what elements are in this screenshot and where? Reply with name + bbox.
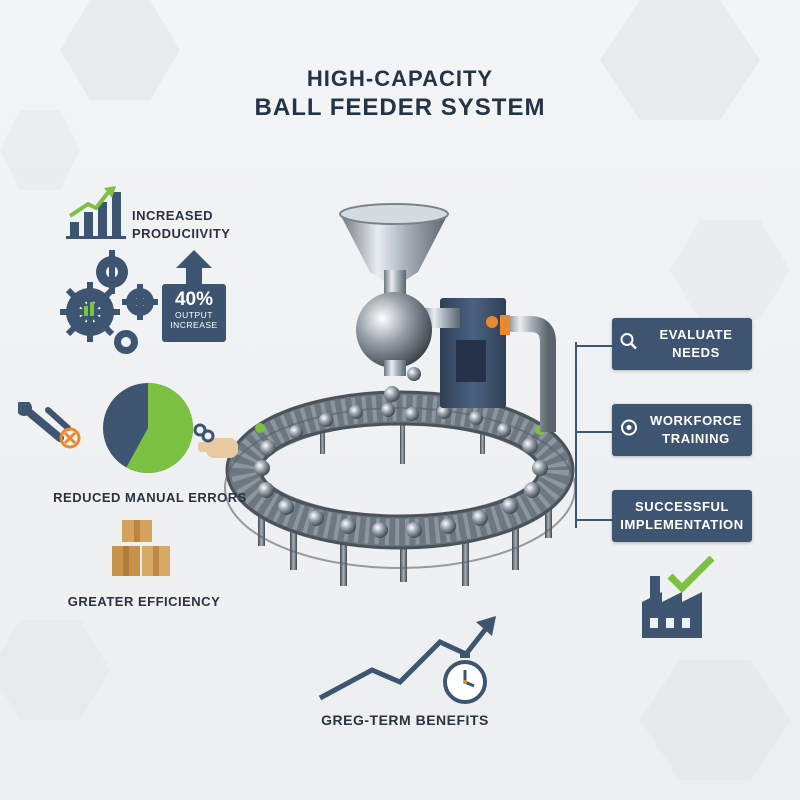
pie-chart: [103, 383, 193, 473]
title-line-2: BALL FEEDER SYSTEM: [254, 94, 546, 121]
step-label-2: WORKFORCE TRAINING: [649, 413, 743, 446]
output-percent: 40%: [174, 289, 214, 310]
growth-arrow-icon: [318, 616, 496, 701]
falling-balls: [384, 367, 421, 421]
errors-label: REDUCED MANUAL ERRORS: [53, 490, 247, 505]
efficiency-label: GREATER EFFICIENCY: [67, 594, 221, 609]
step-workforce-training: WORKFORCE TRAINING: [612, 404, 752, 456]
bar-chart-growth-icon: [66, 186, 126, 239]
wrench-icon: [18, 402, 81, 449]
step-label-1: EVALUATE NEEDS: [659, 327, 733, 360]
step-evaluate-needs: EVALUATE NEEDS: [612, 318, 752, 370]
step-successful-implementation: SUCCESSFUL IMPLEMENTATION: [612, 490, 752, 542]
factory-check-icon: [642, 556, 715, 638]
magnifier-icon: [620, 333, 638, 356]
feeder-hopper: [339, 203, 460, 376]
output-label-1: OUTPUT: [175, 310, 213, 320]
pie-slice-green: [126, 383, 193, 473]
gears-icon: [60, 250, 158, 354]
productivity-label: INCREASED PRODUCIIVITY: [132, 208, 231, 241]
output-increase-badge: 40% OUTPUT INCREASE: [162, 284, 226, 342]
title-line-1: HIGH-CAPACITY: [306, 66, 494, 91]
hand-chain-icon: [193, 423, 238, 458]
benefits-label: GREG-TERM BENEFITS: [321, 712, 489, 728]
green-cap-left: [255, 423, 265, 433]
steps-connector: [575, 342, 612, 528]
step-label-3: SUCCESSFUL IMPLEMENTATION: [620, 499, 744, 532]
brain-gear-icon: [620, 419, 638, 442]
ring-balls: [254, 403, 548, 538]
conveyor-ring: [224, 390, 576, 569]
stopwatch-icon: [443, 652, 487, 704]
boxes-icon: [112, 520, 170, 576]
up-arrow-icon: [176, 250, 212, 286]
output-label-2: INCREASE: [170, 320, 218, 330]
